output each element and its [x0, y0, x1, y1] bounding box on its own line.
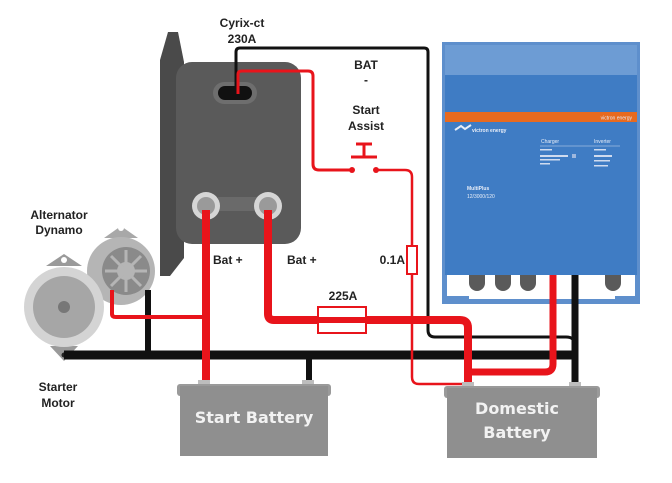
terminal-left-label: Bat +: [213, 253, 243, 267]
inverter-cable-glands: [469, 275, 621, 291]
alternator-positive-wire: [110, 290, 202, 319]
relay-name-label: Cyrix-ct: [220, 16, 265, 30]
bat-minus-label: BAT: [354, 58, 378, 72]
inverter-panel-col1: Charger: [541, 139, 559, 145]
starter-label-line2: Motor: [41, 396, 75, 410]
inverter-panel-col2: Inverter: [594, 139, 611, 145]
inverter-face: [445, 75, 637, 275]
inverter-multiplus: victron energy victron energy Charger In…: [442, 42, 640, 304]
inverter-stripe-text: victron energy: [601, 116, 633, 122]
bat-minus-sign: -: [364, 73, 368, 87]
domestic-battery-label-line2: Battery: [483, 423, 551, 442]
domestic-battery-label-line1: Domestic: [475, 399, 559, 418]
relay-terminal-bridge: [218, 197, 258, 211]
inverter-orange-stripe: [445, 112, 637, 122]
start-assist-wire-out: [376, 168, 466, 386]
domestic-battery: Domestic Battery: [444, 382, 600, 458]
victron-logo-icon: [454, 124, 472, 131]
starter-label-line1: Starter: [39, 380, 78, 394]
inverter-model-line2: 12/3000/120: [467, 194, 495, 200]
negative-wires: [64, 46, 579, 385]
cyrix-relay: [160, 32, 301, 276]
fuse-small-label: 0.1A: [380, 253, 406, 267]
start-assist-switch[interactable]: [349, 142, 379, 173]
alternator-label-line2: Dynamo: [35, 223, 82, 237]
start-battery: Start Battery: [177, 380, 331, 456]
start-battery-label: Start Battery: [195, 408, 314, 427]
start-assist-label-line1: Start: [352, 103, 379, 117]
inverter-model-line1: MultiPlus: [467, 186, 489, 192]
terminal-right-label: Bat +: [287, 253, 317, 267]
start-assist-label-line2: Assist: [348, 119, 384, 133]
start-battery-body: [180, 386, 328, 456]
inverter-led-panel: [540, 149, 612, 167]
inverter-positive-wire: [468, 275, 557, 376]
fuse-0-1a: [406, 245, 418, 275]
inverter-top: [445, 45, 637, 75]
relay-control-port: [218, 86, 252, 100]
relay-bat-minus-wire: [234, 46, 577, 346]
fuse-main-label: 225A: [329, 289, 358, 303]
alternator-dynamo: [87, 225, 155, 305]
start-assist-wire-in: [236, 69, 352, 172]
relay-rating-label: 230A: [228, 32, 257, 46]
domestic-battery-body: [447, 388, 597, 458]
inverter-brand: victron energy: [472, 128, 507, 134]
alternator-label-line1: Alternator: [30, 208, 88, 222]
